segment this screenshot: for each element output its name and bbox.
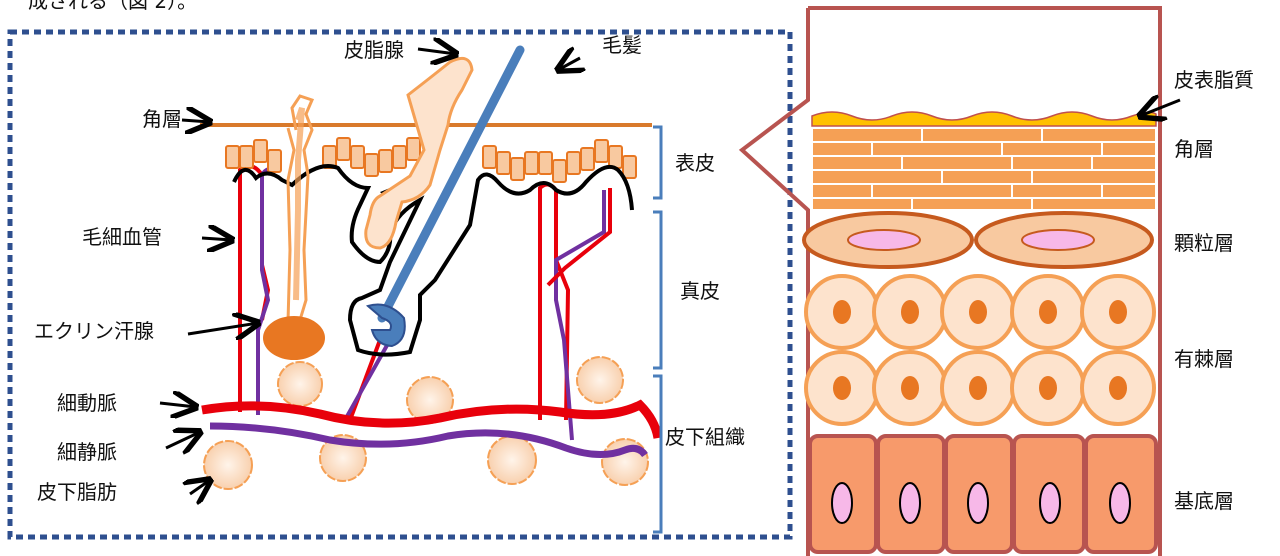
label-stratum-corneum: 角層 [1174, 137, 1214, 161]
label-epidermis: 表皮 [675, 151, 715, 175]
eccrine-gland-body [263, 316, 325, 360]
granular-cells [804, 213, 1152, 267]
label-skin-surface-lipid: 皮表脂質 [1174, 68, 1254, 92]
layer-brackets [653, 127, 661, 532]
label-stratum-basale: 基底層 [1174, 489, 1234, 513]
label-eccrine-gland: エクリン汗腺 [34, 319, 154, 343]
venule [210, 426, 645, 455]
label-sebaceous-gland: 皮脂腺 [344, 38, 404, 62]
lipid-film [812, 112, 1156, 126]
corneum-bricks [812, 128, 1156, 210]
label-capillary: 毛細血管 [82, 225, 162, 249]
right-epidermis-magnified [742, 8, 1160, 556]
label-stratum-granulosum: 顆粒層 [1174, 231, 1234, 255]
label-stratum-spinosum: 有棘層 [1174, 347, 1234, 371]
label-subcutaneous-tissue: 皮下組織 [665, 425, 745, 449]
label-subcutaneous-fat: 皮下脂肪 [37, 480, 117, 504]
hair-bulb [368, 305, 405, 347]
label-venule: 細静脈 [57, 440, 117, 464]
label-horny-layer: 角層 [142, 107, 182, 131]
top-caption: 成される（図 2）。 [28, 0, 197, 13]
spinous-cells [806, 276, 1154, 424]
label-arteriole: 細動脈 [57, 391, 117, 415]
label-hair: 毛髪 [602, 33, 642, 57]
left-skin-section [10, 32, 790, 537]
label-dermis: 真皮 [680, 279, 720, 303]
